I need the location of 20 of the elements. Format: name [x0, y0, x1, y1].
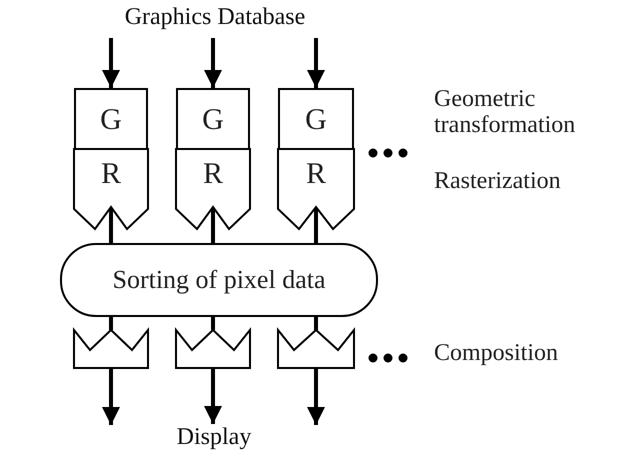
composition-block [278, 330, 354, 368]
arrow [307, 38, 325, 88]
stage-box: G [176, 88, 250, 151]
notched-stage-box: R [176, 149, 250, 229]
stage-box: G [74, 88, 148, 151]
source-label: Graphics Database [120, 4, 310, 36]
notched-stage-box: R [278, 149, 354, 229]
annotation-label: Composition [434, 340, 560, 366]
arrow [102, 38, 120, 88]
output-label: Display [163, 424, 265, 454]
composition-block [176, 330, 250, 368]
composition-block [74, 330, 148, 368]
arrow [102, 368, 120, 425]
notched-stage-box: R [74, 149, 148, 229]
annotation-label: Rasterization [434, 168, 562, 194]
annotation-label: Geometric transformation [434, 86, 576, 139]
arrow [204, 368, 222, 424]
arrow [204, 38, 222, 88]
stage-box: G [278, 88, 354, 151]
arrow [307, 368, 325, 425]
